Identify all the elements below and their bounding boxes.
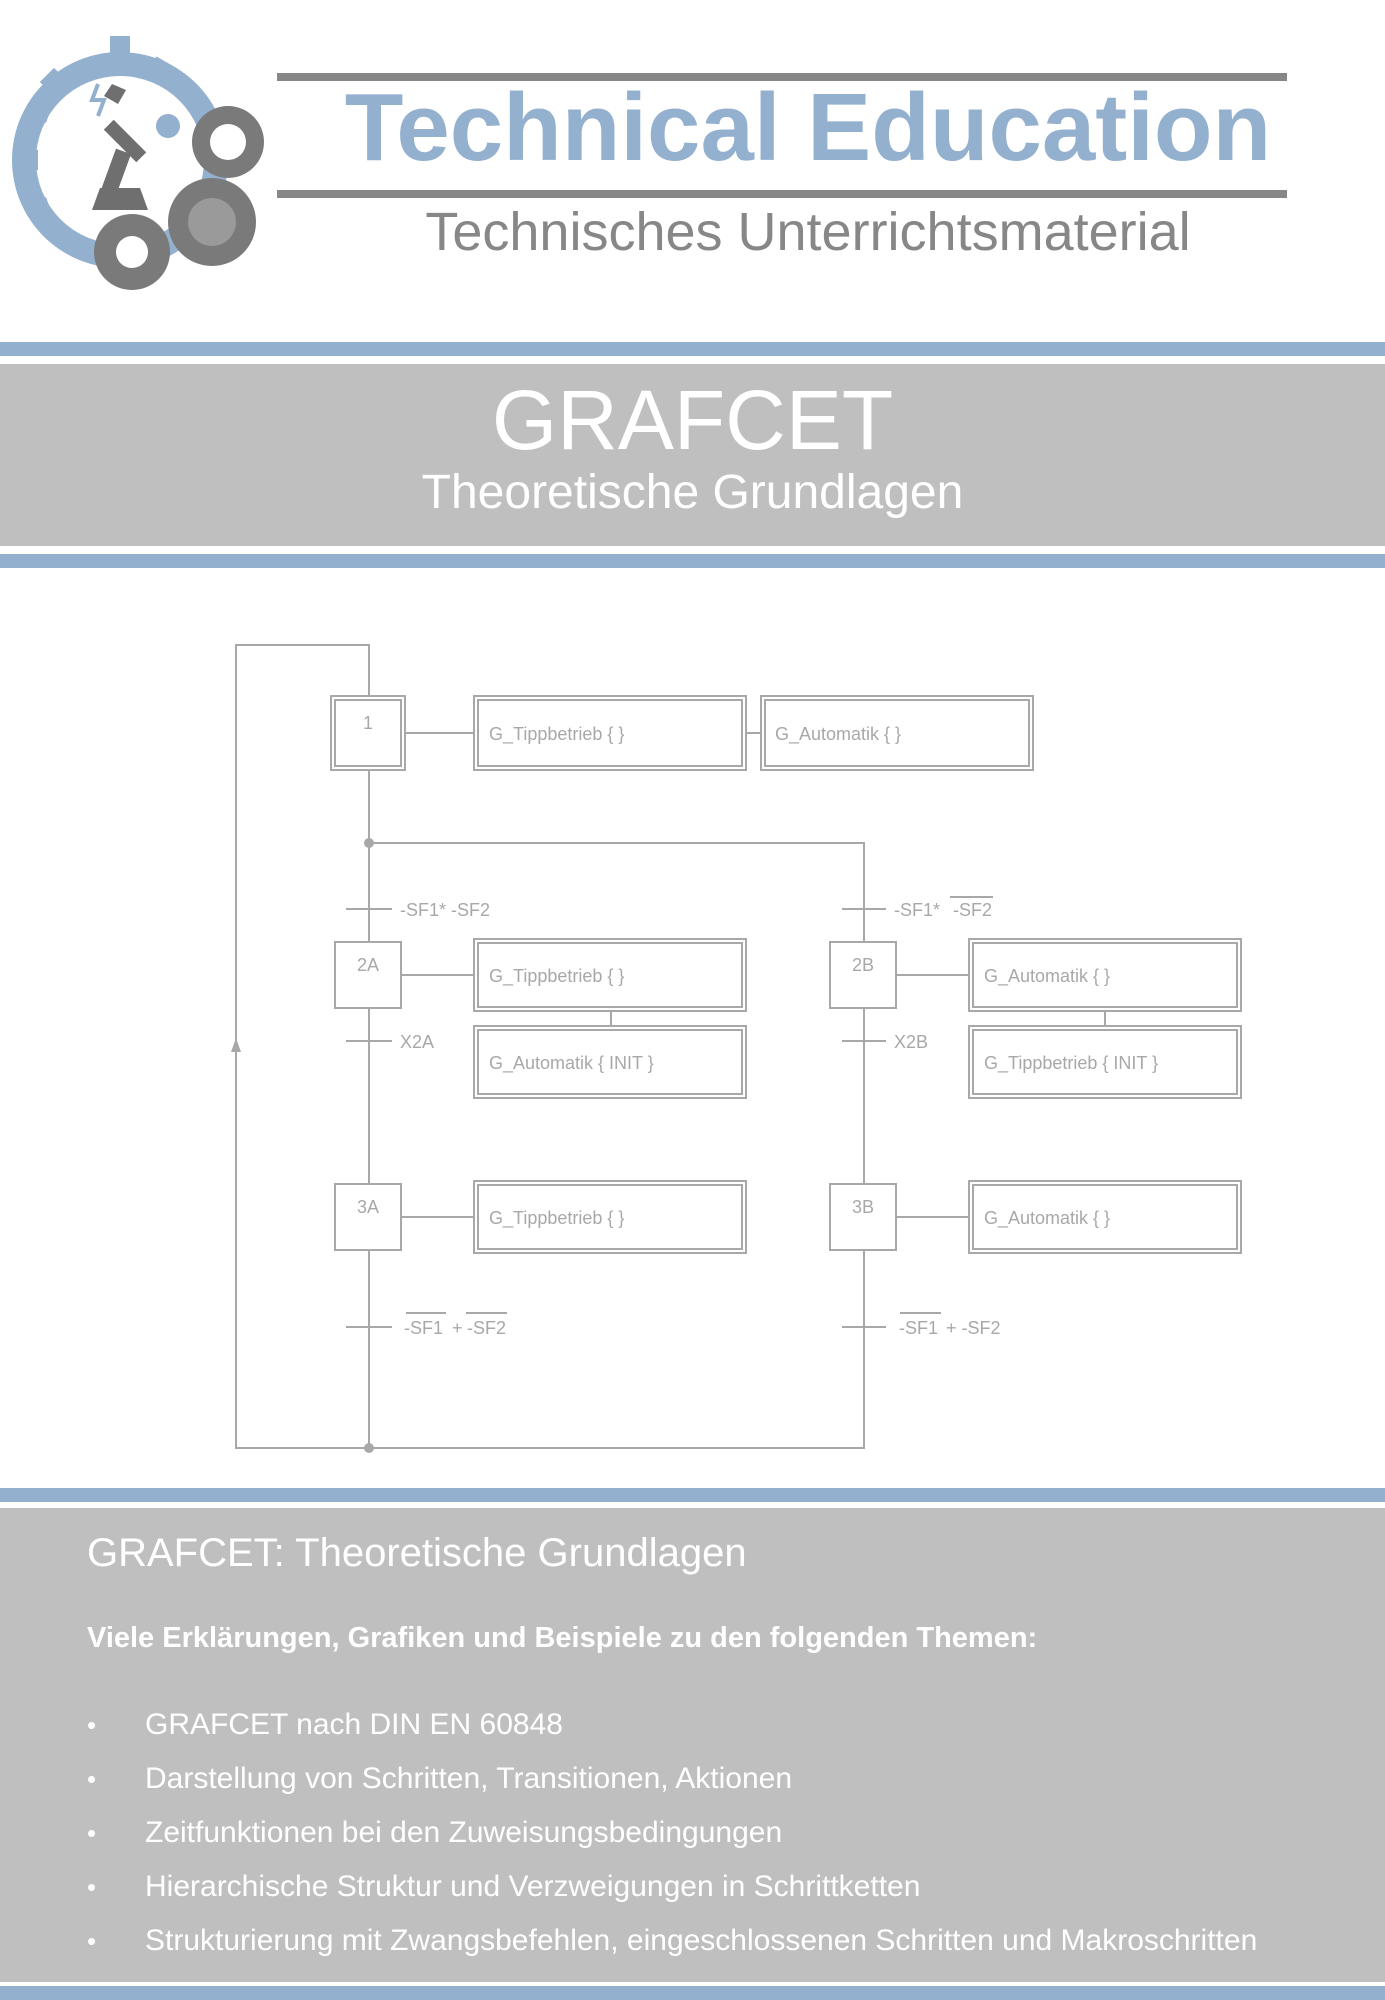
bullet-icon: • <box>87 1818 97 1848</box>
action-label: G_Tippbetrieb { } <box>489 966 624 987</box>
brand-rule-bottom <box>277 190 1287 198</box>
robot-arm-icon <box>89 83 180 210</box>
header-logo: Technical Education Technisches Unterric… <box>12 36 1287 290</box>
bullet-icon: • <box>87 1926 97 1956</box>
brand-rule-top <box>277 73 1287 81</box>
action-label: G_Tippbetrieb { } <box>489 724 624 745</box>
page-subtitle: Theoretische Grundlagen <box>421 466 964 519</box>
info-panel <box>0 1508 1385 1982</box>
arrow-up-icon <box>231 1038 241 1052</box>
transition-condition: -SF2 <box>467 1318 506 1338</box>
info-stripe-bottom <box>0 1986 1385 2000</box>
transition-condition: -SF1 <box>404 1318 443 1338</box>
action-label: G_Automatik { INIT } <box>489 1053 654 1074</box>
grafcet-diagram: 1 2A 2B 3A 3B G_Tippbetrieb { } G_Automa… <box>231 644 1242 1453</box>
info-lead: Viele Erklärungen, Grafiken und Beispiel… <box>87 1622 1038 1654</box>
transition-condition: + <box>452 1318 463 1338</box>
page-title: GRAFCET <box>491 373 894 467</box>
action-label: G_Automatik { } <box>984 1208 1110 1229</box>
title-banner <box>0 364 1385 546</box>
action-label: G_Tippbetrieb { INIT } <box>984 1053 1158 1074</box>
list-item: •Strukturierung mit Zwangsbefehlen, eing… <box>87 1918 1257 1972</box>
list-item: •Darstellung von Schritten, Transitionen… <box>87 1756 1257 1810</box>
action-label: G_Automatik { } <box>984 966 1110 987</box>
brand-subtitle: Technisches Unterrichtsmaterial <box>425 202 1190 262</box>
step-3a-label: 3A <box>357 1197 379 1217</box>
brand-title: Technical Education <box>345 74 1271 181</box>
list-item: •GRAFCET nach DIN EN 60848 <box>87 1702 1257 1756</box>
banner-stripe-bottom <box>0 554 1385 568</box>
bullet-icon: • <box>87 1764 97 1794</box>
action-label: G_Tippbetrieb { } <box>489 1208 624 1229</box>
gears-icon <box>94 106 264 290</box>
step-2b-label: 2B <box>852 955 874 975</box>
banner-stripe-top <box>0 342 1385 356</box>
list-item: •Hierarchische Struktur und Verzweigunge… <box>87 1864 1257 1918</box>
step-1-label: 1 <box>363 713 373 733</box>
info-stripe-top <box>0 1488 1385 1502</box>
transition-condition: -SF1* <box>894 900 940 920</box>
info-heading: GRAFCET: Theoretische Grundlagen <box>87 1531 747 1575</box>
action-label: G_Automatik { } <box>775 724 901 745</box>
transition-condition: -SF1* -SF2 <box>400 900 490 920</box>
transition-condition: -SF2 <box>953 900 992 920</box>
step-2a-label: 2A <box>357 955 379 975</box>
transition-condition: X2A <box>400 1032 434 1052</box>
transition-condition: -SF1 <box>899 1318 938 1338</box>
bullet-icon: • <box>87 1710 97 1740</box>
bullet-icon: • <box>87 1872 97 1902</box>
list-item: •Zeitfunktionen bei den Zuweisungsbeding… <box>87 1810 1257 1864</box>
transition-condition: + -SF2 <box>946 1318 1001 1338</box>
loop-return-line <box>235 644 865 1449</box>
step-3b-label: 3B <box>852 1197 874 1217</box>
transition-condition: X2B <box>894 1032 928 1052</box>
topic-list: •GRAFCET nach DIN EN 60848 •Darstellung … <box>87 1702 1257 1972</box>
